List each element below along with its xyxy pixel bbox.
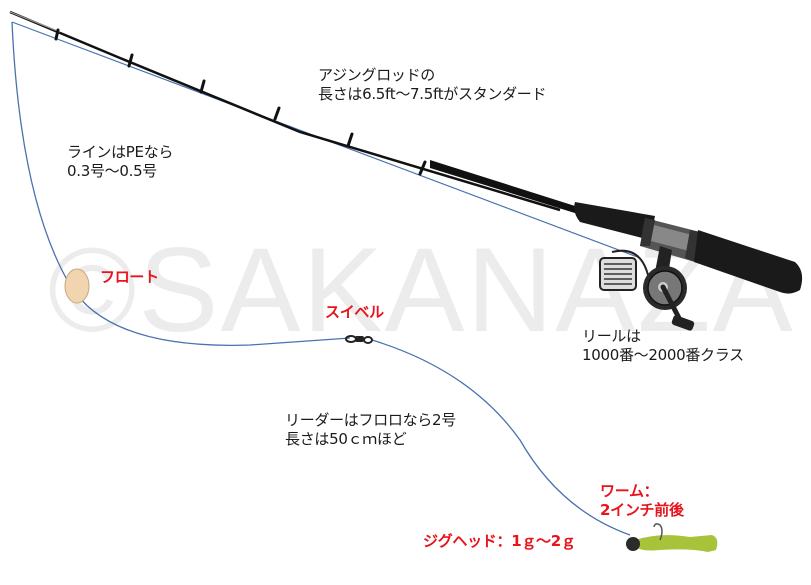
- rod-foregrip: [574, 202, 655, 240]
- main-line: [11, 21, 351, 347]
- reel-spec-label: リールは 1000番〜2000番クラス: [582, 327, 744, 364]
- swivel: [345, 335, 373, 344]
- reel: [599, 249, 695, 331]
- leader-spec-label: リーダーはフロロなら2号 長さは50ｃｍほど: [285, 411, 456, 448]
- leader-line: [371, 339, 631, 536]
- rod-guides: [54, 28, 427, 176]
- jighead-label: ジグヘッド：1ｇ〜2ｇ: [423, 532, 576, 550]
- rod-length-label: アジングロッドの 長さは6.5ft〜7.5ftがスタンダード: [318, 66, 547, 103]
- swivel-label: スイベル: [325, 303, 384, 321]
- worm-label: ワーム： 2インチ前後: [600, 482, 684, 519]
- reel-seat: [640, 218, 700, 262]
- rod-rear-grip: [694, 230, 803, 294]
- float: [64, 268, 90, 304]
- line-spec-label: ラインはPEなら 0.3号〜0.5号: [67, 143, 174, 180]
- jighead-worm: [626, 523, 718, 552]
- float-label: フロート: [100, 268, 159, 286]
- rod-blank: [9, 10, 561, 212]
